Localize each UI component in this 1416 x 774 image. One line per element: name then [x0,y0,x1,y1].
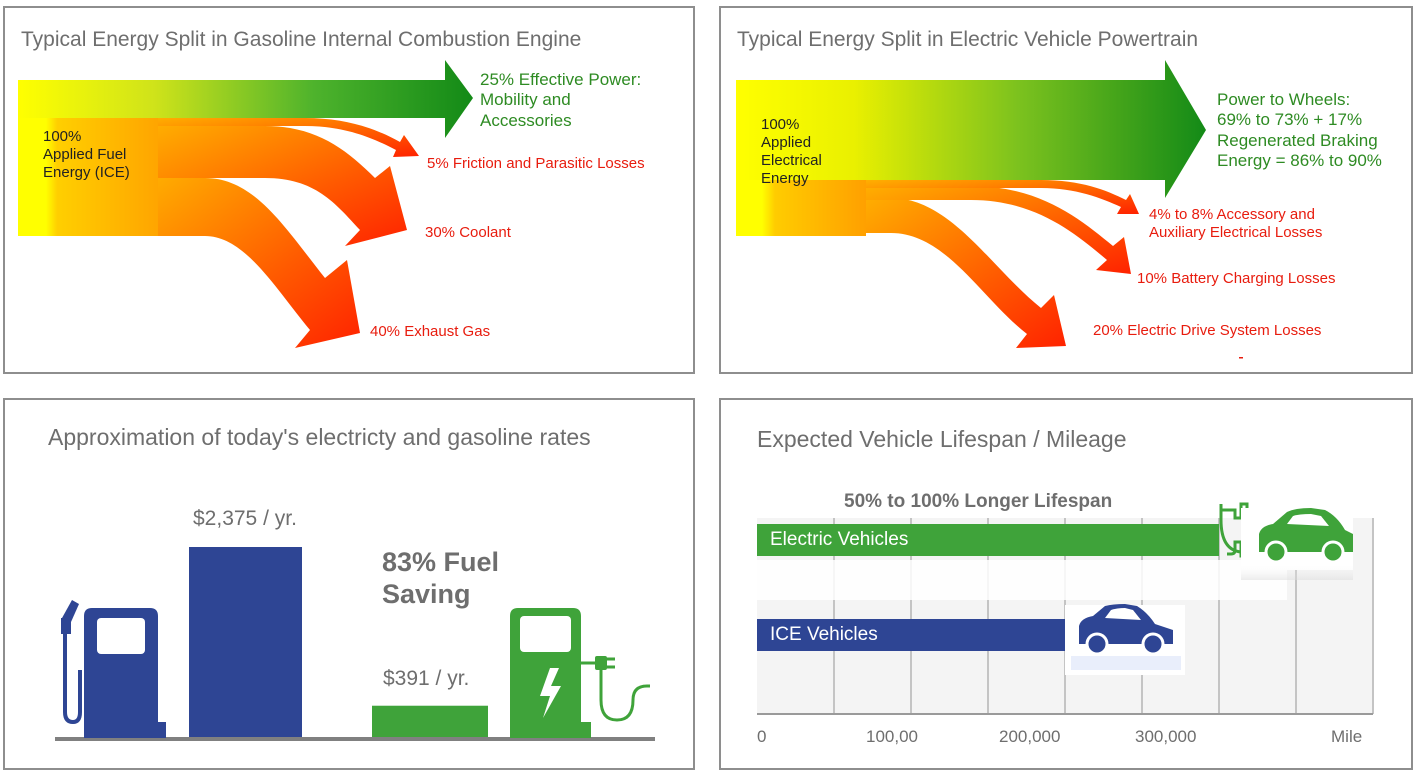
ev-power-to-wheels-label: Power to Wheels: 69% to 73% + 17% Regene… [1217,90,1382,171]
ground-line [55,737,655,741]
lifespan-panel: 0 100,00 200,000 300,000 Mile Expected Vehic… [719,398,1413,770]
electricity-cost-bar [372,705,488,737]
exhaust-flow [135,178,360,348]
grid-line [1372,518,1374,714]
x-tick-label: 300,000 [1135,727,1196,746]
grid-line [910,518,912,714]
ev-bar-label: Electric Vehicles [770,529,909,550]
rates-chart [55,547,655,741]
ev-sankey-diagram [736,60,1243,359]
ev-battery-loss-label: 10% Battery Charging Losses [1137,270,1336,287]
ev-accessory-loss-label: 4% to 8% Accessory and Auxiliary Electri… [1149,206,1323,241]
coolant-flow [135,126,407,246]
friction-flow [135,118,419,157]
x-tick-label: 200,000 [999,727,1060,746]
ice-sankey-diagram [18,60,473,348]
fuel-saving-annotation: 83% Fuel Saving [382,547,500,610]
power-to-wheels-arrow [736,60,1206,198]
rates-panel-title: Approximation of today's electricty and … [48,424,591,450]
accessory-loss-flow [851,180,1139,214]
battery-loss-flow [851,186,1131,274]
ice-source-label: 100% Applied Fuel Energy (ICE) [43,128,130,181]
ice-panel-title: Typical Energy Split in Gasoline Interna… [21,28,582,51]
ev-charger-icon [510,608,650,738]
ice-energy-panel: Typical Energy Split in Gasoline Interna… [3,6,695,374]
ice-lifespan-bar [757,619,1065,651]
ev-source-label: 100% Applied Electrical Energy [761,116,822,187]
ice-bar-label: ICE Vehicles [770,624,878,645]
gasoline-cost-label: $2,375 / yr. [193,507,297,530]
ev-panel-title: Typical Energy Split in Electric Vehicle… [737,28,1199,51]
x-tick-label: 100,00 [866,727,918,746]
x-axis-ticks: 0 100,00 200,000 300,000 Mile [757,727,1362,746]
ice-exhaust-label: 40% Exhaust Gas [370,323,491,340]
grid-line [1218,518,1220,714]
effective-power-arrow [18,60,473,138]
ev-energy-panel: Typical Energy Split in Electric Vehicle… [719,6,1413,374]
x-tick-label: 0 [757,727,766,746]
ev-lifespan-bar [757,524,1219,556]
electric-car-icon [1241,508,1353,580]
lifespan-subtitle: 50% to 100% Longer Lifespan [844,491,1113,512]
ev-drive-loss-label: 20% Electric Drive System Losses [1093,322,1322,339]
ice-friction-label: 5% Friction and Parasitic Losses [427,155,645,172]
gasoline-cost-bar [189,547,302,737]
gas-pump-icon [61,600,166,738]
lifespan-chart: 0 100,00 200,000 300,000 Mile [757,502,1374,746]
electricity-cost-label: $391 / yr. [383,667,470,690]
x-axis-line [757,713,1373,715]
grid-line [987,518,989,714]
grid-line [1295,518,1297,714]
ice-effective-power-label: 25% Effective Power: Mobility and Access… [480,70,642,130]
grid-line [833,518,835,714]
drive-loss-flow [851,198,1066,348]
ice-car-icon [1065,604,1185,675]
x-tick-label: Mile [1331,727,1362,746]
ice-coolant-label: 30% Coolant [425,224,511,241]
rates-panel: Approximation of today's electricty and … [3,398,695,770]
lifespan-panel-title: Expected Vehicle Lifespan / Mileage [757,426,1127,452]
